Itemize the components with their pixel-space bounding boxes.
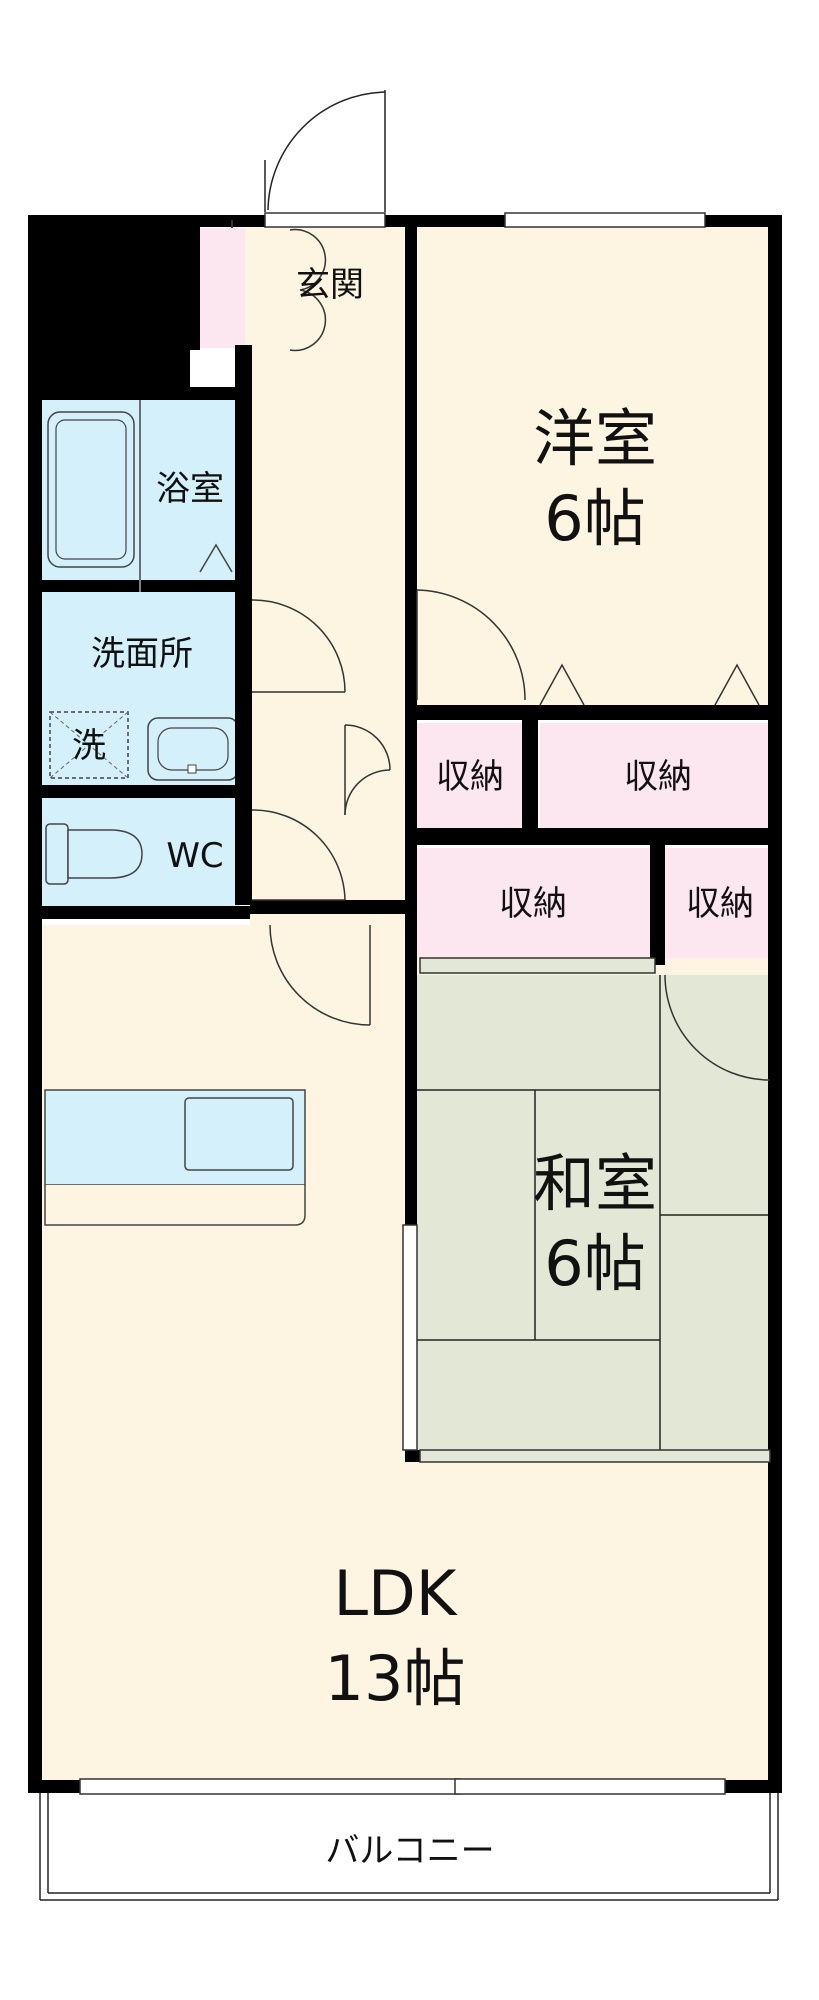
bathtub xyxy=(47,411,135,568)
entrance-shoe-box xyxy=(195,228,245,348)
closet-3-label: 収納 xyxy=(499,884,567,924)
washroom-label: 洗面所 xyxy=(91,634,193,674)
closet-4-floor xyxy=(665,848,775,958)
closet-1-floor xyxy=(415,723,525,830)
toilet-bowl xyxy=(45,823,143,885)
washer-label: 洗 xyxy=(72,726,106,766)
balcony xyxy=(39,1793,779,1901)
kitchen-counter xyxy=(44,1089,306,1226)
western-room-size: 6帖 xyxy=(544,482,645,555)
kitchen-sink xyxy=(184,1097,294,1171)
door-swings xyxy=(251,228,771,1081)
pipe-shaft xyxy=(30,215,190,390)
bath-label: 浴室 xyxy=(156,469,224,509)
entrance-label: 玄関 xyxy=(296,265,364,305)
western-room-floor xyxy=(415,225,775,705)
wall-openings xyxy=(79,212,771,1795)
western-room-name: 洋室 xyxy=(533,402,657,475)
entrance-floor xyxy=(245,225,405,350)
closet-3-floor xyxy=(415,848,650,958)
balcony-label: バルコニー xyxy=(325,1831,494,1871)
closet-2-label: 収納 xyxy=(624,757,692,797)
tatami-lines xyxy=(415,975,775,1455)
closet-2-floor xyxy=(540,723,775,830)
japanese-room-size: 6帖 xyxy=(544,1227,645,1300)
ldk-size: 13帖 xyxy=(325,1642,466,1715)
ldk-name: LDK xyxy=(334,1557,458,1630)
bath-door-marker xyxy=(199,543,233,573)
wash-basin xyxy=(147,717,239,781)
toilet-label: WC xyxy=(166,836,223,876)
japanese-room-name: 和室 xyxy=(533,1147,657,1220)
closet-1-label: 収納 xyxy=(436,757,504,797)
closet-4-label: 収納 xyxy=(686,884,754,924)
entrance-door xyxy=(264,90,386,212)
